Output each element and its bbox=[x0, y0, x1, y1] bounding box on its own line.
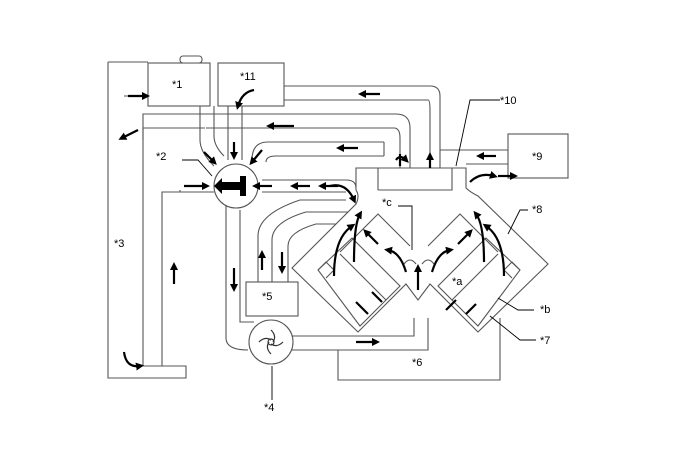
label-5: *5 bbox=[262, 291, 272, 303]
label-1: *1 bbox=[172, 79, 182, 91]
label-b: *b bbox=[540, 304, 550, 316]
engine-block bbox=[291, 167, 549, 333]
leader-lines bbox=[182, 99, 536, 400]
water-pump bbox=[248, 319, 294, 365]
label-6: *6 bbox=[412, 357, 422, 369]
label-9: *9 bbox=[532, 151, 542, 163]
label-8: *8 bbox=[532, 204, 542, 216]
thermostat bbox=[213, 163, 259, 209]
label-4: *4 bbox=[264, 402, 274, 414]
reservoir-tank bbox=[108, 55, 211, 107]
label-11: *11 bbox=[240, 71, 256, 83]
label-3: *3 bbox=[114, 238, 124, 250]
callout-labels: *1 *11 *10 *9 *2 *c *8 *3 *a *5 *b *7 *6… bbox=[114, 71, 550, 414]
oil-cooler bbox=[507, 133, 569, 179]
heater-core bbox=[245, 281, 299, 317]
label-a: *a bbox=[452, 276, 463, 288]
label-c: *c bbox=[382, 197, 392, 209]
label-2: *2 bbox=[156, 151, 166, 163]
label-7: *7 bbox=[540, 335, 550, 347]
radiator bbox=[107, 61, 214, 379]
flow-arrows bbox=[118, 88, 518, 371]
label-10: *10 bbox=[500, 95, 517, 107]
expansion-tank bbox=[217, 62, 285, 107]
